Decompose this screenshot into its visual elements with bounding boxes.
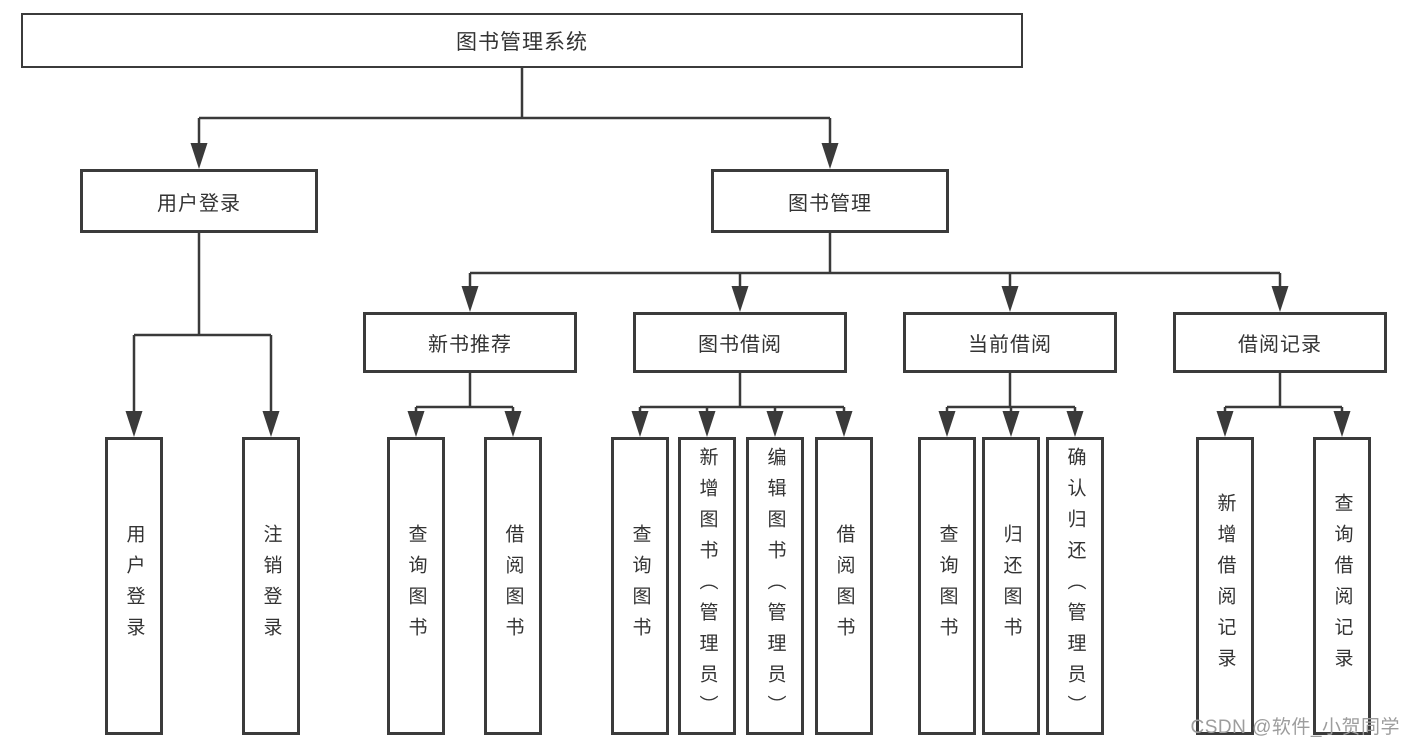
watermark-text: CSDN @软件_小贺同学 <box>1190 717 1400 738</box>
leaf-label: 用户登录 <box>123 524 145 648</box>
leaf-query-book-recommend: 查询图书 <box>387 437 445 735</box>
leaf-borrow-book-borrowing: 借阅图书 <box>815 437 873 735</box>
node-borrowing-records: 借阅记录 <box>1173 312 1387 373</box>
connector-borrowing-records-children <box>1216 373 1351 437</box>
arrow-down-icon <box>1001 286 1019 312</box>
leaf-label: 查询图书 <box>405 524 427 648</box>
arrow-down-icon <box>631 411 649 437</box>
arrow-down-icon <box>835 411 853 437</box>
leaf-query-book-current: 查询图书 <box>918 437 976 735</box>
arrow-down-icon <box>190 143 208 169</box>
arrow-down-icon <box>821 143 839 169</box>
leaf-label: 归还图书 <box>1000 524 1022 648</box>
leaf-user-login: 用户登录 <box>105 437 163 735</box>
leaf-label: 查询图书 <box>629 524 651 648</box>
leaf-logout: 注销登录 <box>242 437 300 735</box>
node-book-borrowing: 图书借阅 <box>633 312 847 373</box>
arrow-down-icon <box>1271 286 1289 312</box>
leaf-return-book: 归还图书 <box>982 437 1040 735</box>
arrow-down-icon <box>461 286 479 312</box>
arrow-down-icon <box>1216 411 1234 437</box>
node-current-borrowing: 当前借阅 <box>903 312 1117 373</box>
leaf-query-borrow-record: 查询借阅记录 <box>1313 437 1371 735</box>
leaf-query-book-borrowing: 查询图书 <box>611 437 669 735</box>
node-new-book-recommend: 新书推荐 <box>363 312 577 373</box>
leaf-label: 借阅图书 <box>502 524 524 648</box>
leaf-label: 新增借阅记录 <box>1214 493 1236 679</box>
leaf-add-book-admin: 新增图书（管理员） <box>678 437 736 735</box>
leaf-label: 查询图书 <box>936 524 958 648</box>
leaf-label: 查询借阅记录 <box>1331 493 1353 679</box>
connector-book-management-children <box>461 233 1289 312</box>
connector-root-to-level2 <box>190 68 839 169</box>
leaf-confirm-return-admin: 确认归还（管理员） <box>1046 437 1104 735</box>
arrow-down-icon <box>1333 411 1351 437</box>
connector-new-book-recommend-children <box>407 373 522 437</box>
arrow-down-icon <box>698 411 716 437</box>
leaf-label: 借阅图书 <box>833 524 855 648</box>
leaf-label: 确认归还（管理员） <box>1064 446 1086 726</box>
arrow-down-icon <box>1002 411 1020 437</box>
node-root-library-system: 图书管理系统 <box>21 13 1023 68</box>
arrow-down-icon <box>504 411 522 437</box>
connector-user-login-children <box>125 233 280 437</box>
leaf-label: 新增图书（管理员） <box>696 446 718 726</box>
arrow-down-icon <box>938 411 956 437</box>
node-book-management: 图书管理 <box>711 169 949 233</box>
leaf-add-borrow-record: 新增借阅记录 <box>1196 437 1254 735</box>
node-user-login: 用户登录 <box>80 169 318 233</box>
leaf-label: 注销登录 <box>260 524 282 648</box>
leaf-edit-book-admin: 编辑图书（管理员） <box>746 437 804 735</box>
arrow-down-icon <box>731 286 749 312</box>
arrow-down-icon <box>262 411 280 437</box>
connector-book-borrowing-children <box>631 373 853 437</box>
arrow-down-icon <box>407 411 425 437</box>
arrow-down-icon <box>1066 411 1084 437</box>
arrow-down-icon <box>766 411 784 437</box>
arrow-down-icon <box>125 411 143 437</box>
leaf-label: 编辑图书（管理员） <box>764 446 786 726</box>
leaf-borrow-book-recommend: 借阅图书 <box>484 437 542 735</box>
connector-current-borrowing-children <box>938 373 1084 437</box>
